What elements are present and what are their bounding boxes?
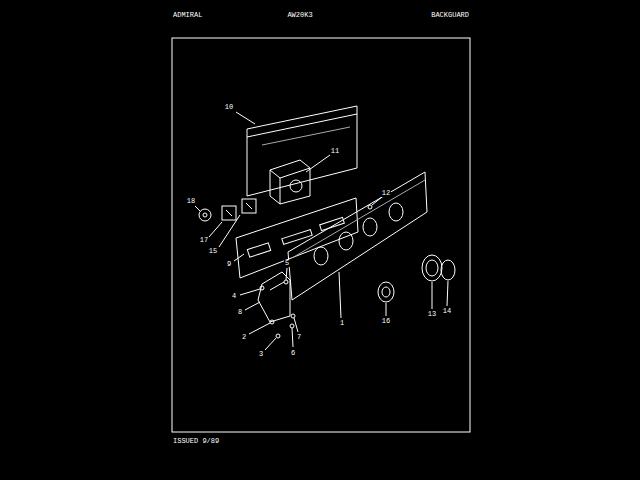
dial-hole (389, 203, 403, 221)
callout-number: 7 (296, 334, 302, 341)
knob-skirt (426, 260, 438, 276)
leader-line (234, 254, 244, 261)
header-text: ADMIRAL (172, 12, 203, 19)
screw (270, 320, 274, 324)
display-window (320, 217, 345, 230)
callout-number: 12 (381, 190, 391, 197)
timer-hub (290, 180, 302, 192)
knob (441, 260, 455, 280)
callout-number: 17 (199, 237, 209, 244)
header-text: AW20K3 (286, 12, 313, 19)
leader-line (432, 282, 433, 309)
switch (199, 209, 211, 221)
display-window (282, 230, 312, 245)
leader-line (236, 112, 255, 124)
leader-line (292, 328, 293, 347)
leader-line (219, 215, 240, 247)
frame (172, 38, 470, 432)
switch-terminal (246, 203, 252, 209)
leader-line (286, 268, 287, 280)
timer-edge (270, 170, 280, 178)
knob (382, 287, 390, 297)
dial-hole (314, 247, 328, 265)
panel-edge (247, 114, 357, 137)
screw (284, 280, 288, 284)
switch (242, 199, 256, 213)
backguard-panel (247, 106, 357, 196)
dial-hole (363, 218, 377, 236)
screw (260, 286, 264, 290)
leader-line (294, 318, 298, 332)
leader-lines (195, 112, 448, 350)
callout-number: 18 (186, 198, 196, 205)
leader-line (447, 281, 448, 306)
callout-number: 11 (330, 148, 340, 155)
knob-skirt (422, 255, 442, 281)
screw (368, 205, 372, 209)
timer-edge (280, 168, 310, 178)
timer-edge (280, 178, 281, 204)
callout-number: 16 (381, 318, 391, 325)
end-cap (258, 272, 290, 322)
leader-line (372, 197, 382, 205)
callout-number: 4 (231, 293, 237, 300)
callout-number: 9 (226, 261, 232, 268)
leader-line (265, 338, 276, 350)
dial-hole (339, 232, 353, 250)
callout-number: 14 (442, 308, 452, 315)
leader-line (386, 303, 387, 316)
callout-number: 1 (339, 320, 345, 327)
leader-line (240, 289, 260, 295)
callout-number: 8 (237, 309, 243, 316)
screw (276, 334, 280, 338)
callout-number: 13 (427, 311, 437, 318)
switch-terminal (226, 210, 232, 216)
callout-number: 6 (290, 350, 296, 357)
callout-number: 2 (241, 334, 247, 341)
leader-line (339, 272, 341, 318)
knob (378, 282, 394, 302)
console (236, 198, 358, 278)
end-cap-edge (270, 282, 284, 290)
callout-number: 5 (284, 260, 290, 267)
leader-line (195, 206, 200, 211)
leader-line (306, 155, 330, 172)
callout-number: 15 (208, 248, 218, 255)
panel-edge (292, 180, 425, 258)
panel-detail (262, 127, 350, 145)
header-text: BACKGUARD (430, 12, 470, 19)
switch (203, 213, 207, 217)
leader-line (249, 323, 270, 334)
callout-number: 3 (258, 351, 264, 358)
front-panel (288, 172, 427, 300)
leader-line (209, 222, 222, 237)
callout-number: 10 (224, 104, 234, 111)
leader-line (245, 302, 260, 310)
screw (291, 314, 295, 318)
display-window (247, 243, 270, 257)
switch (222, 206, 236, 220)
screw (290, 324, 294, 328)
issue-date: ISSUED 9/89 (172, 438, 220, 445)
timer (270, 160, 310, 204)
